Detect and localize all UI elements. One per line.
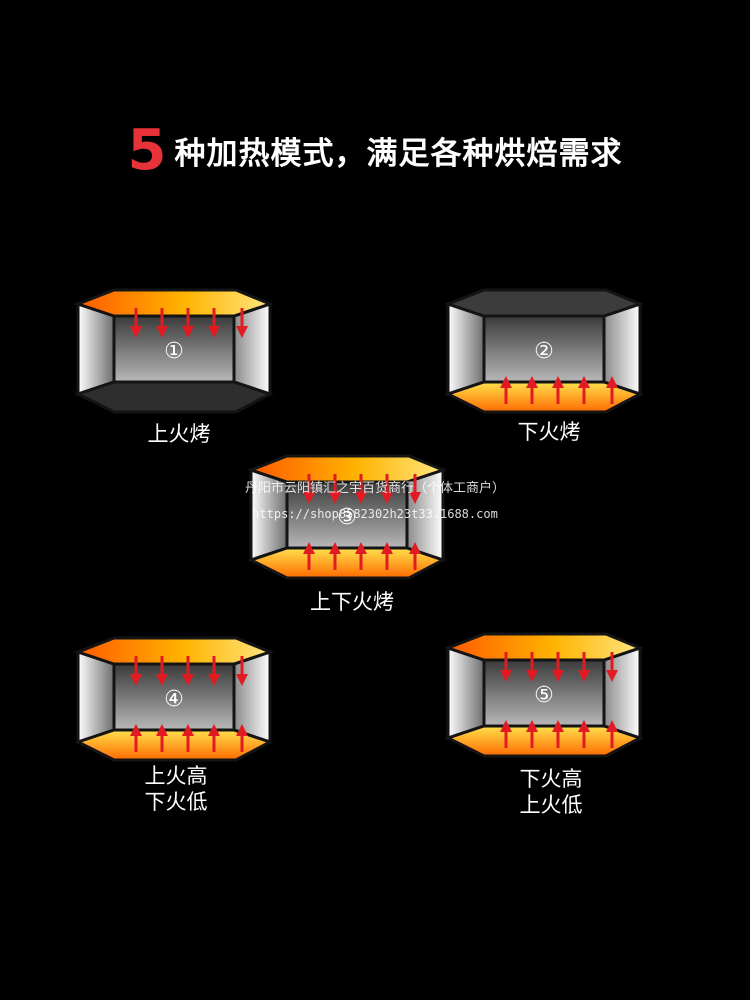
mode-3-label: 上下火烤: [310, 590, 394, 614]
mode-5-oven-diagram: ⑤: [443, 632, 645, 758]
mode-3-badge: ③: [337, 505, 357, 530]
mode-4-label: 上火高 下火低: [144, 764, 208, 814]
mode-5-badge: ⑤: [534, 683, 554, 708]
mode-4-oven-diagram: ④: [73, 636, 275, 762]
mode-1-oven-diagram: ①: [73, 288, 275, 414]
mode-2-oven-diagram: ②: [443, 288, 645, 414]
watermark-shop-url: https://shop8582302h23t33.1688.com: [252, 507, 498, 521]
mode-1-label: 上火烤: [147, 422, 211, 446]
headline-text: 种加热模式，满足各种烘焙需求: [174, 136, 623, 172]
mode-2-label: 下火烤: [517, 420, 581, 444]
mode-3-oven-diagram: ③: [246, 454, 448, 580]
headline-number: 5: [127, 118, 167, 183]
mode-5-label: 下火高 上火低: [519, 767, 583, 817]
watermark-shop-name: 丹阳市云阳镇汇之宇百货商行（个体工商户）: [244, 481, 505, 496]
mode-1-badge: ①: [164, 339, 184, 364]
mode-2-badge: ②: [534, 339, 554, 364]
mode-4-badge: ④: [164, 687, 184, 712]
